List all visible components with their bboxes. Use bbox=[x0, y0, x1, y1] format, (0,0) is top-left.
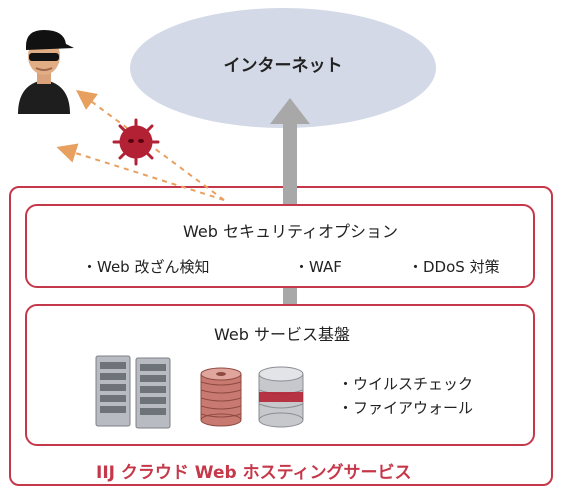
database-icon bbox=[258, 366, 304, 428]
hosting-service-label: IIJ クラウド Web ホスティングサービス bbox=[96, 463, 412, 483]
disk-stack-icon bbox=[200, 367, 242, 427]
internet-label: インターネット bbox=[223, 55, 343, 76]
feature-virus-check: ・ウイルスチェック bbox=[338, 375, 474, 393]
server-rack-icon bbox=[95, 355, 171, 429]
security-item-waf: ・WAF bbox=[294, 258, 342, 276]
security-item-web-tamper: ・Web 改ざん検知 bbox=[82, 258, 210, 276]
malware-virus-icon bbox=[112, 118, 160, 166]
web-service-title: Web サービス基盤 bbox=[214, 325, 350, 344]
security-option-panel bbox=[25, 204, 535, 288]
hacker-icon bbox=[18, 30, 74, 114]
security-item-ddos: ・DDoS 対策 bbox=[408, 258, 500, 276]
security-option-title: Web セキュリティオプション bbox=[183, 222, 399, 241]
upward-arrow-icon bbox=[270, 98, 310, 206]
feature-firewall: ・ファイアウォール bbox=[338, 399, 474, 417]
arrow-connector-lower bbox=[283, 286, 297, 306]
